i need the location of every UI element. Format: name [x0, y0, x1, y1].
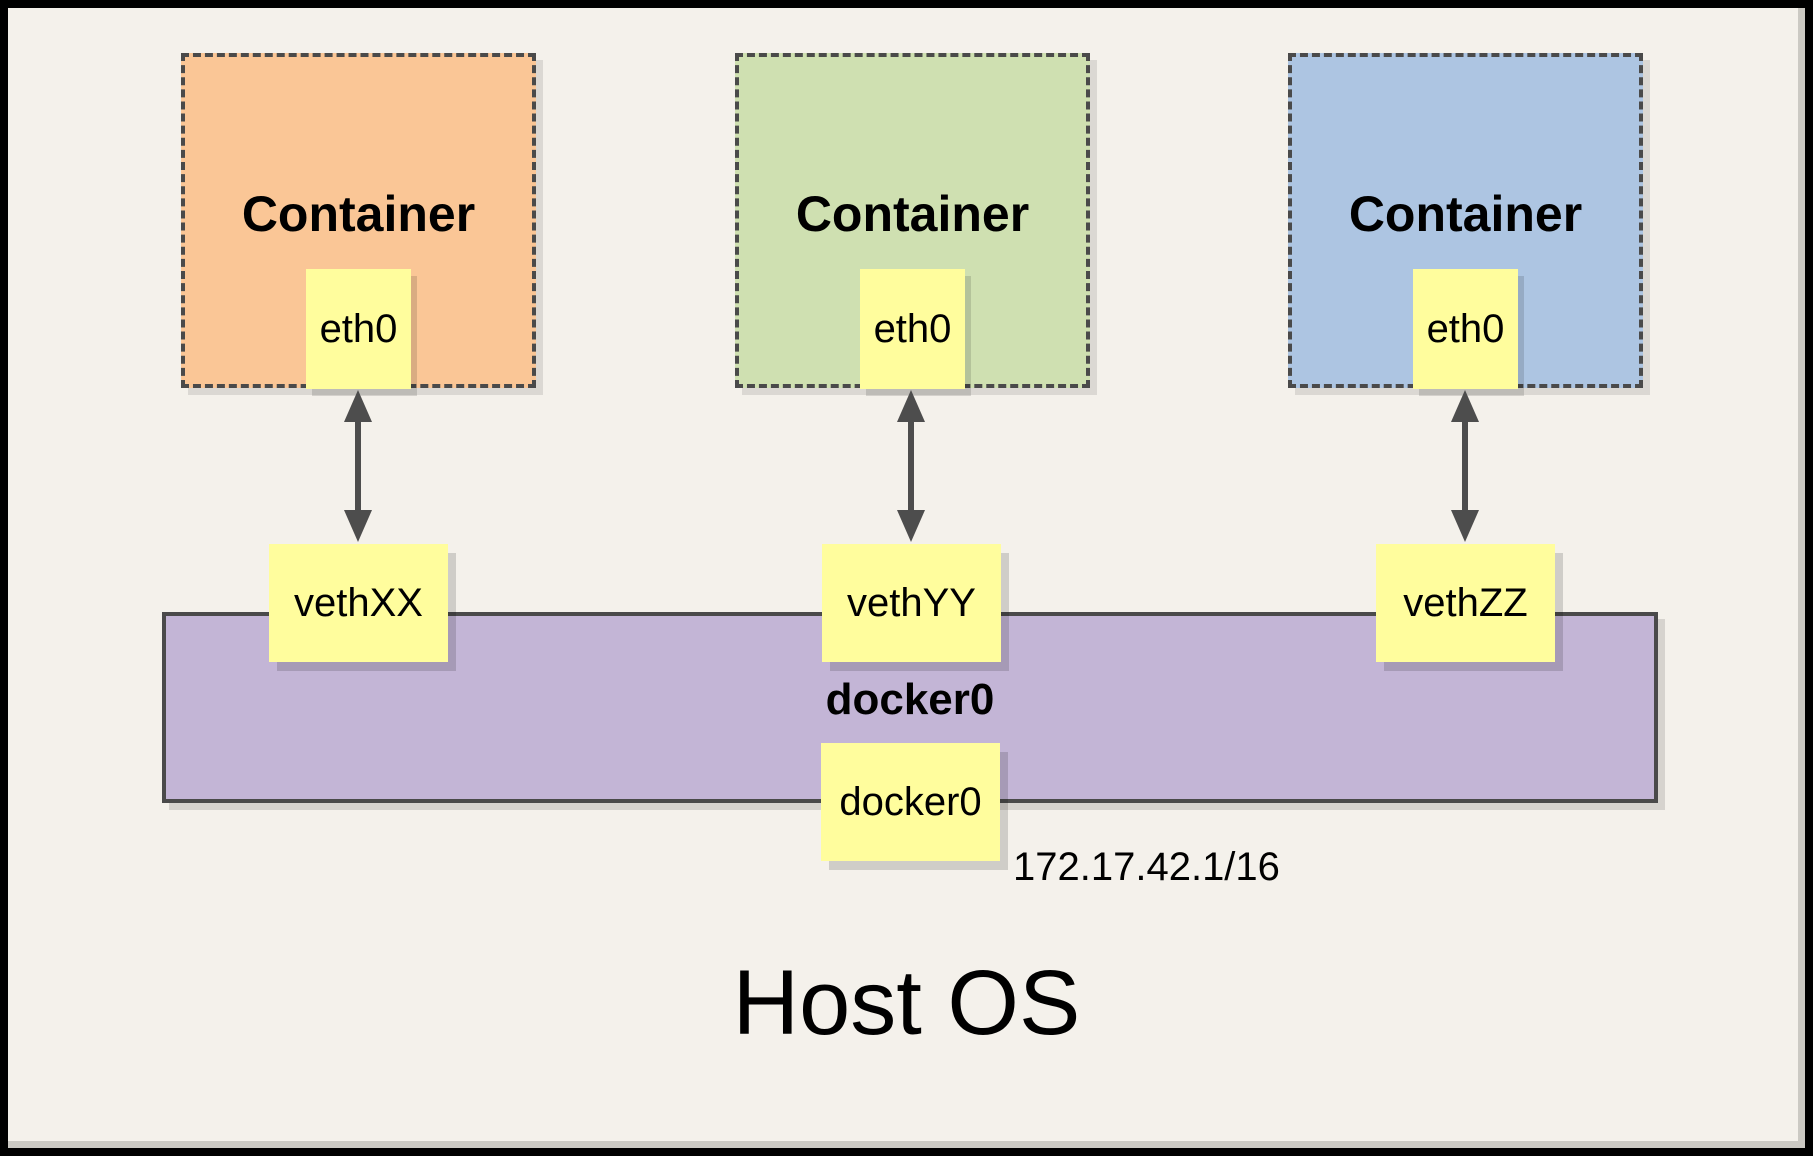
double-arrow-icon: [338, 390, 378, 542]
eth0-interface-label: eth0: [319, 307, 398, 351]
vethyy-label: vethYY: [847, 581, 976, 625]
vethxx-box: vethXX: [269, 544, 448, 662]
bridge-ip-address: 172.17.42.1/16: [1013, 845, 1280, 889]
host-os-label: Host OS: [732, 952, 1081, 1054]
eth0-interface-box: eth0: [1413, 269, 1518, 389]
vethzz-box: vethZZ: [1376, 544, 1555, 662]
docker0-interface-label: docker0: [839, 780, 982, 824]
docker0-bridge-label: docker0: [825, 675, 995, 724]
eth0-interface-box: eth0: [306, 269, 411, 389]
vethzz-label: vethZZ: [1403, 581, 1528, 625]
container-box-2: Container eth0: [735, 53, 1090, 389]
double-arrow-icon: [891, 390, 931, 542]
eth0-interface-box: eth0: [860, 269, 965, 389]
container-title: Container: [1348, 186, 1583, 242]
vethyy-box: vethYY: [822, 544, 1001, 662]
docker0-interface-box: docker0: [821, 743, 1000, 861]
eth0-interface-label: eth0: [873, 307, 952, 351]
container-title: Container: [241, 186, 476, 242]
vethxx-label: vethXX: [294, 581, 423, 625]
double-arrow-icon: [1445, 390, 1485, 542]
container-box-3: Container eth0: [1288, 53, 1643, 389]
container-box-1: Container eth0: [181, 53, 536, 389]
eth0-interface-label: eth0: [1426, 307, 1505, 351]
container-title: Container: [795, 186, 1030, 242]
